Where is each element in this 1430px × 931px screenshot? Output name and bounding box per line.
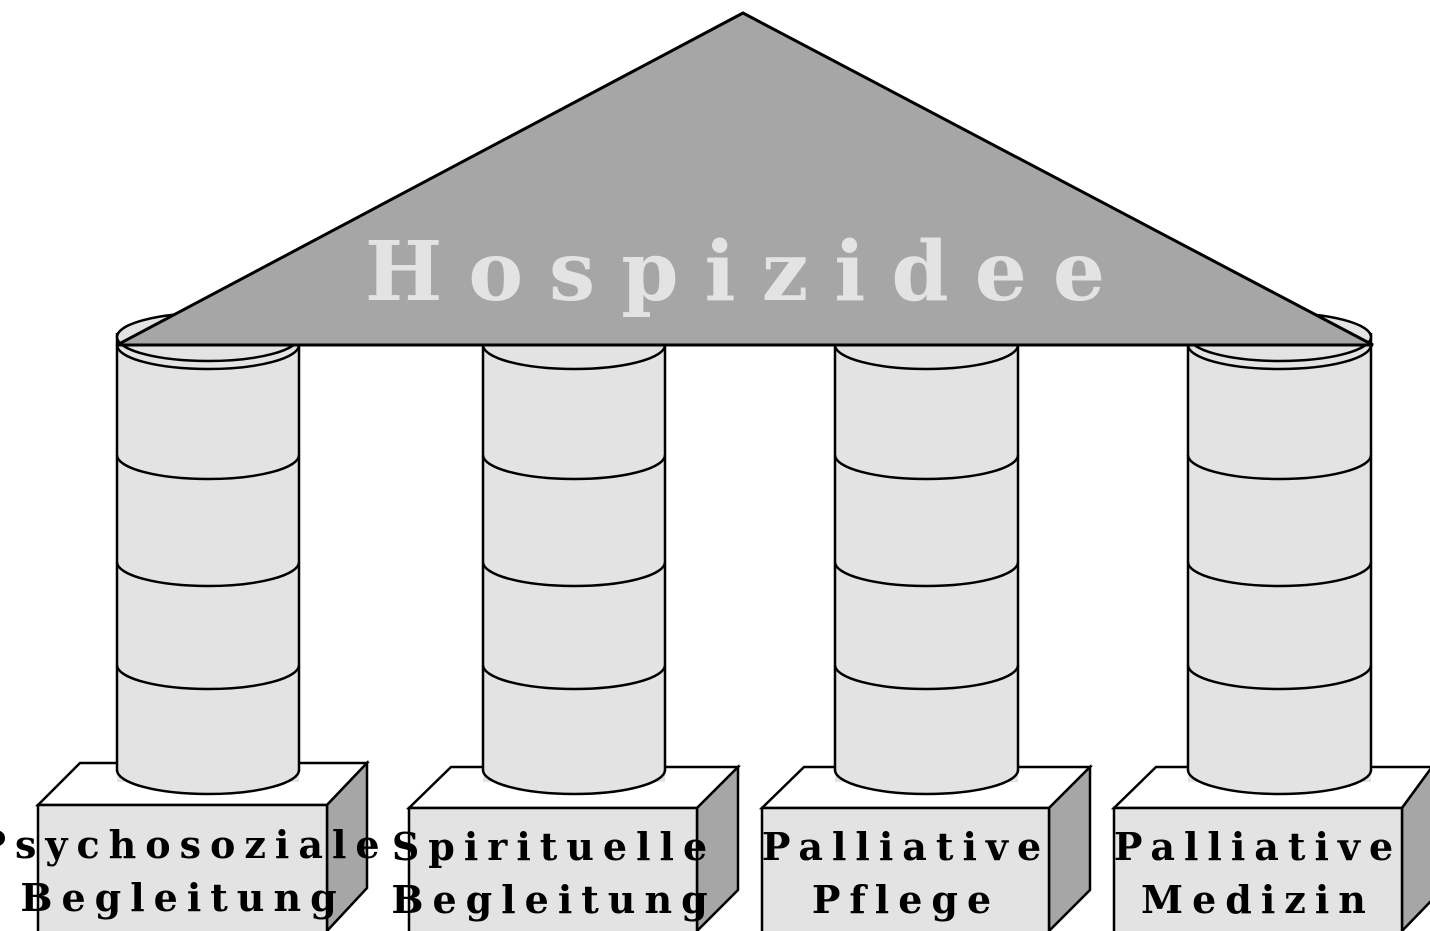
column-shaft [117,333,299,782]
base-front-face [760,806,1051,931]
pillar-3-label-line2: Pflege [812,877,1000,922]
column-ring [115,344,301,371]
pillar-3 [758,333,1094,931]
column-bottom-arc [481,769,667,796]
roof-triangle [116,11,1374,347]
column-ring [833,344,1020,371]
pillar-3-column [833,333,1020,796]
roof: Hospizidee [116,11,1374,347]
column-bottom-arc [833,769,1020,796]
pillar-4 [1110,333,1430,931]
column-ring [481,454,667,481]
pillar-2 [405,333,742,931]
pillar-1-label-line1: Psychosoziale [0,822,389,867]
column-ring [481,664,667,691]
pillar-1 [34,333,370,931]
column-ring [833,561,1020,588]
base-front-face [36,803,329,931]
pillar-1-label-line2: Begleitung [20,875,345,920]
base-labels: Psychosoziale Begleitung Spirituelle Beg… [0,822,1402,922]
column-ring [115,454,301,481]
column-ring [1186,664,1373,691]
column-shaft [835,333,1018,782]
base-front-face [1112,806,1404,931]
pillar-2-label-line2: Begleitung [391,877,716,922]
pillar-2-label-line1: Spirituelle [392,824,716,869]
base-front-face [407,806,699,931]
column-ring [115,561,301,588]
column-shaft [1188,333,1371,782]
roof-title: Hospizidee [365,224,1131,320]
column-bottom-arc [115,769,301,796]
pillar-1-column [115,333,301,796]
column-ring [833,454,1020,481]
pillar-4-label-line1: Palliative [1114,824,1402,869]
pillar-4-column [1186,333,1373,796]
column-shaft [483,333,665,782]
pillar-2-column [481,333,667,796]
column-ring [481,561,667,588]
column-ring [1186,561,1373,588]
pillar-3-base [758,763,1094,931]
column-ring [833,664,1020,691]
pillar-3-label-line1: Palliative [762,824,1050,869]
pillar-4-label-line2: Medizin [1141,877,1375,922]
column-ring [115,664,301,691]
column-ring [1186,344,1373,371]
column-ring [1186,454,1373,481]
column-ring [481,344,667,371]
column-bottom-arc [1186,769,1373,796]
